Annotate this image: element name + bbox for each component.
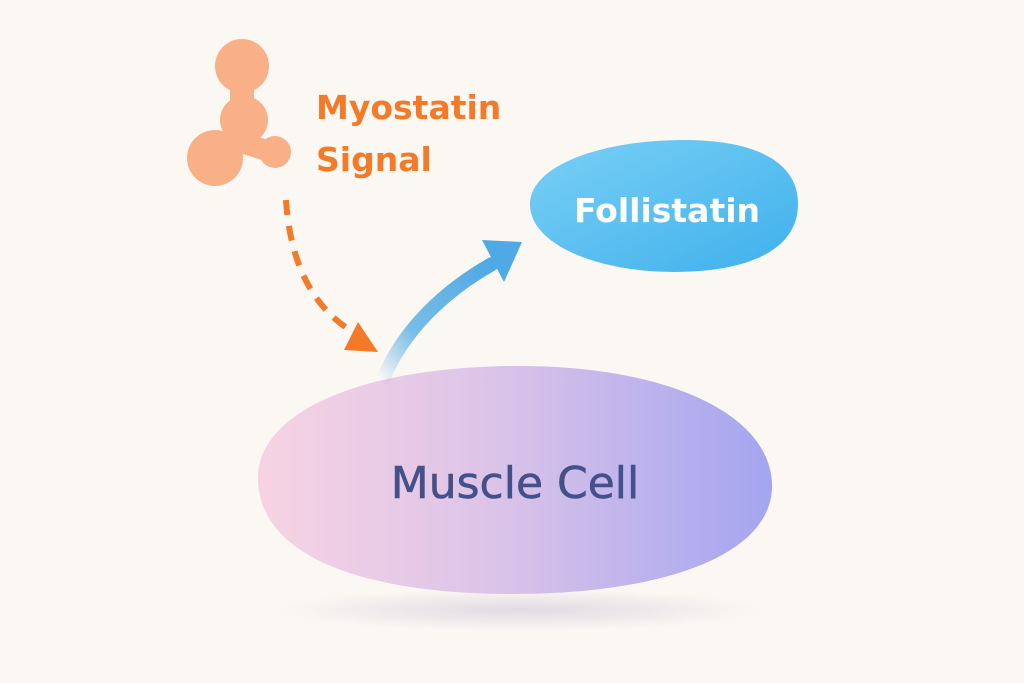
follistatin-node <box>529 140 798 272</box>
myostatin-label-line2: Signal <box>316 140 432 179</box>
follistatin-arrowhead <box>482 240 522 282</box>
muscle-cell-node <box>257 365 773 594</box>
molecule-icon <box>187 39 291 186</box>
myostatin-arrowhead <box>344 322 378 352</box>
myostatin-arrow-line <box>283 199 352 333</box>
myostatin-label: Myostatin Signal <box>316 82 501 186</box>
myostatin-label-line1: Myostatin <box>316 88 502 127</box>
muscle-cell-label: Muscle Cell <box>390 458 640 510</box>
follistatin-arrow-line <box>375 257 499 389</box>
follistatin-label: Follistatin <box>573 191 761 230</box>
muscle-cell-shadow <box>270 588 770 632</box>
